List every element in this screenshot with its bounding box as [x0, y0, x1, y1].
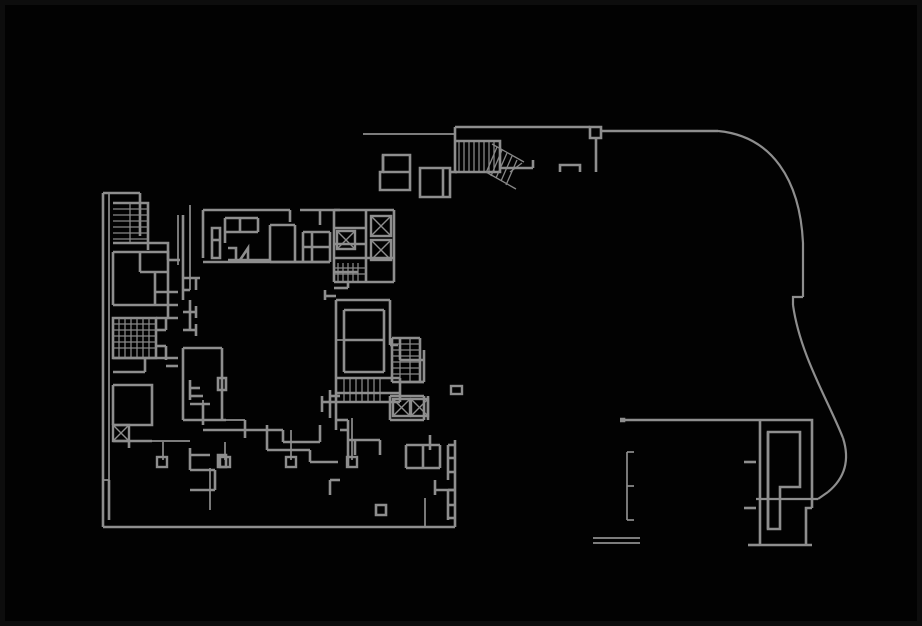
north-central-rooms: [201, 208, 340, 264]
ne-elevator-core: [332, 208, 396, 290]
elevator-shaft-ne: [369, 214, 393, 238]
grid-panel-west: [111, 316, 158, 360]
elevator-shaft-l2: [409, 397, 430, 418]
south-east-annex: [593, 417, 814, 547]
elevator-shaft-lo: [391, 397, 412, 418]
south-partitions: [226, 390, 382, 467]
east-wing-rooms: [328, 435, 456, 527]
main-block-shell: [101, 191, 457, 529]
north-entrance-wing: [363, 125, 718, 199]
elevator-shaft-west: [111, 423, 131, 443]
central-hall: [323, 290, 398, 378]
west-room-cluster: [111, 250, 178, 374]
stair-central-upper: [390, 336, 426, 384]
elevator-shaft-nw: [335, 229, 357, 251]
scale-bar: [593, 537, 640, 544]
lower-verticals: [162, 418, 353, 510]
central-spine: [181, 205, 283, 469]
lower-elevator-pair: [388, 394, 430, 422]
curved-perimeter-wall: [717, 129, 848, 501]
stair-west-upper: [113, 201, 180, 265]
stair-north-entrance: [458, 142, 525, 190]
elevator-shaft-se: [369, 238, 393, 262]
west-lower-room: [111, 383, 190, 448]
